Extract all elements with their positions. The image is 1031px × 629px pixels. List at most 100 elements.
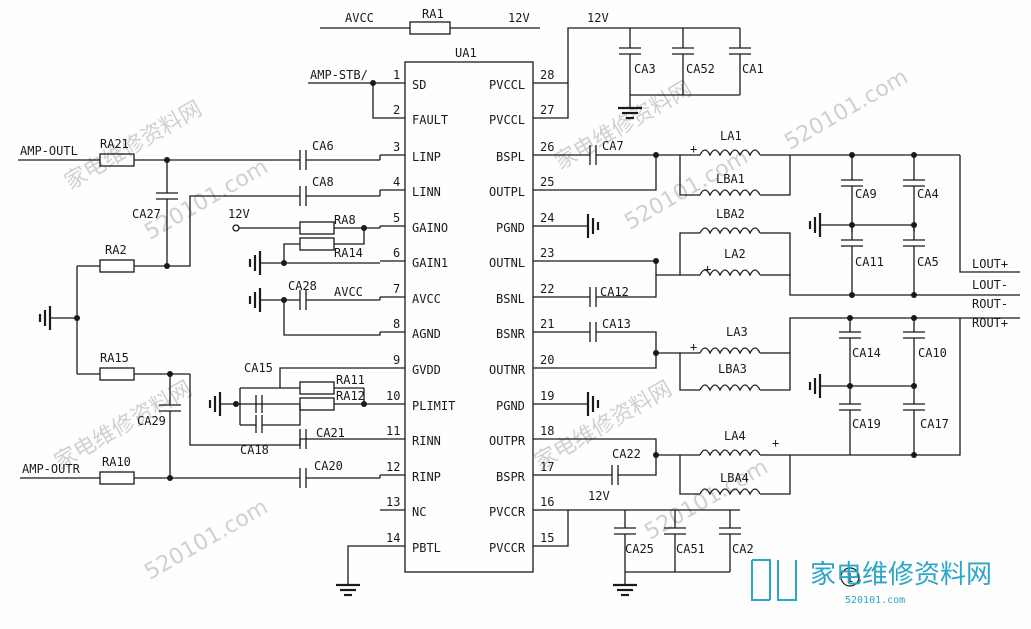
pin-num: 6 bbox=[393, 246, 400, 260]
ca17-label: CA17 bbox=[920, 417, 949, 431]
pin-name: OUTPR bbox=[489, 434, 526, 448]
pin-name: RINP bbox=[412, 470, 441, 484]
ic-ua1-body bbox=[404, 61, 534, 573]
pin-name: PVCCR bbox=[489, 505, 526, 519]
ic-right-pin-labels: 28 PVCCL 27 PVCCL 26 BSPL 25 OUTPL 24 PG… bbox=[489, 68, 554, 555]
watermark-text: 家电维修资料网 bbox=[61, 97, 207, 196]
lba3-label: LBA3 bbox=[718, 362, 747, 376]
pin-num: 24 bbox=[540, 211, 554, 225]
la3-label: LA3 bbox=[726, 325, 748, 339]
ca28-label: CA28 bbox=[288, 279, 317, 293]
v12-label: 12V bbox=[587, 11, 609, 25]
pin-name: GVDD bbox=[412, 363, 441, 377]
pin-num: 13 bbox=[386, 495, 400, 509]
ca11-label: CA11 bbox=[855, 255, 884, 269]
right-output-network: CA13 + LA3 LBA3 ROUT- ROUT+ CA14 CA10 bbox=[560, 297, 1020, 496]
ca8-label: CA8 bbox=[312, 175, 334, 189]
ca15-label: CA15 bbox=[244, 361, 273, 375]
supply-top: AVCC RA1 12V bbox=[320, 7, 540, 35]
watermark-text: 家电维修资料网 bbox=[551, 77, 697, 176]
pgnd-grounds bbox=[560, 214, 600, 416]
pin-name: PLIMIT bbox=[412, 399, 455, 413]
lba1-label: LBA1 bbox=[716, 172, 745, 186]
avcc-label: AVCC bbox=[345, 11, 374, 25]
watermark-url: 520101.com bbox=[781, 65, 913, 156]
right-input-network: AMP-OUTR RA10 CA20 CA29 CA21 bbox=[20, 374, 381, 488]
ra10-label: RA10 bbox=[102, 455, 131, 469]
pin-name: BSPR bbox=[496, 470, 526, 484]
ca1-label: CA1 bbox=[742, 62, 764, 76]
ca21-label: CA21 bbox=[316, 426, 345, 440]
ca4-label: CA4 bbox=[917, 187, 939, 201]
pin-num: 17 bbox=[540, 460, 554, 474]
pin-name: AVCC bbox=[412, 292, 441, 306]
ca6-label: CA6 bbox=[312, 139, 334, 153]
pin-name: LINP bbox=[412, 150, 441, 164]
lba2-label: LBA2 bbox=[716, 207, 745, 221]
plimit-network: CA15 RA11 RA12 CA18 bbox=[208, 361, 380, 457]
ra1-label: RA1 bbox=[422, 7, 444, 21]
pin-name: BSNL bbox=[496, 292, 525, 306]
vcc-top-caps: 12V CA3 CA52 CA1 bbox=[560, 11, 764, 120]
plus-mark: + bbox=[704, 262, 711, 276]
v12-gain-label: 12V bbox=[228, 207, 250, 221]
pin-num: 14 bbox=[386, 531, 400, 545]
watermark-url: 520101.com bbox=[641, 455, 773, 546]
ic-left-pins bbox=[380, 82, 405, 547]
pin-name: BSNR bbox=[496, 327, 526, 341]
ra21-label: RA21 bbox=[100, 137, 129, 151]
ra2-label: RA2 bbox=[105, 243, 127, 257]
pin-name: RINN bbox=[412, 434, 441, 448]
ra11-label: RA11 bbox=[336, 373, 365, 387]
left-output-network: CA7 + LA1 LBA1 CA9 CA4 CA11 bbox=[560, 129, 1020, 307]
pin-name: PGND bbox=[496, 221, 525, 235]
ca5-label: CA5 bbox=[917, 255, 939, 269]
pin-name: BSPL bbox=[496, 150, 525, 164]
ca29-label: CA29 bbox=[137, 414, 166, 428]
logo-url: 520101.com bbox=[845, 595, 905, 606]
pin-num: 18 bbox=[540, 424, 554, 438]
pin-num: 3 bbox=[393, 140, 400, 154]
lout-minus-label: LOUT- bbox=[972, 278, 1008, 292]
watermark-layer: 家电维修资料网 520101.com 家电维修资料网 520101.com 家电… bbox=[51, 65, 913, 586]
pin-name: PVCCL bbox=[489, 78, 525, 92]
pin-num: 4 bbox=[393, 175, 400, 189]
pin-num: 12 bbox=[386, 460, 400, 474]
pin-name: AGND bbox=[412, 327, 441, 341]
pin-num: 22 bbox=[540, 282, 554, 296]
pin-name: PVCCL bbox=[489, 113, 525, 127]
figure-number: 1 bbox=[846, 571, 853, 585]
pin-num: 19 bbox=[540, 389, 554, 403]
ra8-label: RA8 bbox=[334, 213, 356, 227]
ca10-label: CA10 bbox=[918, 346, 947, 360]
pin-num: 27 bbox=[540, 103, 554, 117]
pin-name: PBTL bbox=[412, 541, 441, 555]
figure-mark: 1 bbox=[840, 567, 860, 587]
ca14-label: CA14 bbox=[852, 346, 881, 360]
pin-num: 16 bbox=[540, 495, 554, 509]
pin-name: LINN bbox=[412, 185, 441, 199]
pin-num: 1 bbox=[393, 68, 400, 82]
gain-network: 12V RA8 RA14 bbox=[228, 207, 381, 275]
v12-label: 12V bbox=[588, 489, 610, 503]
pin-num: 25 bbox=[540, 175, 554, 189]
lba4-label: LBA4 bbox=[720, 471, 749, 485]
ca27-label: CA27 bbox=[132, 207, 161, 221]
la2-label: LA2 bbox=[724, 247, 746, 261]
ca19-label: CA19 bbox=[852, 417, 881, 431]
ca7-label: CA7 bbox=[602, 139, 624, 153]
ca25-label: CA25 bbox=[625, 542, 654, 556]
pin-num: 10 bbox=[386, 389, 400, 403]
pin-num: 9 bbox=[393, 353, 400, 367]
ca51-label: CA51 bbox=[676, 542, 705, 556]
ra12-label: RA12 bbox=[336, 389, 365, 403]
pin-num: 15 bbox=[540, 531, 554, 545]
amp-outl-label: AMP-OUTL bbox=[20, 144, 78, 158]
ca13-label: CA13 bbox=[602, 317, 631, 331]
ic-left-pin-labels: 1 SD 2 FAULT 3 LINP 4 LINN 5 GAINO 6 GAI… bbox=[386, 68, 455, 555]
watermark-url: 520101.com bbox=[141, 155, 273, 246]
pin-num: 5 bbox=[393, 211, 400, 225]
logo-text: 家电维修资料网 bbox=[810, 560, 992, 590]
